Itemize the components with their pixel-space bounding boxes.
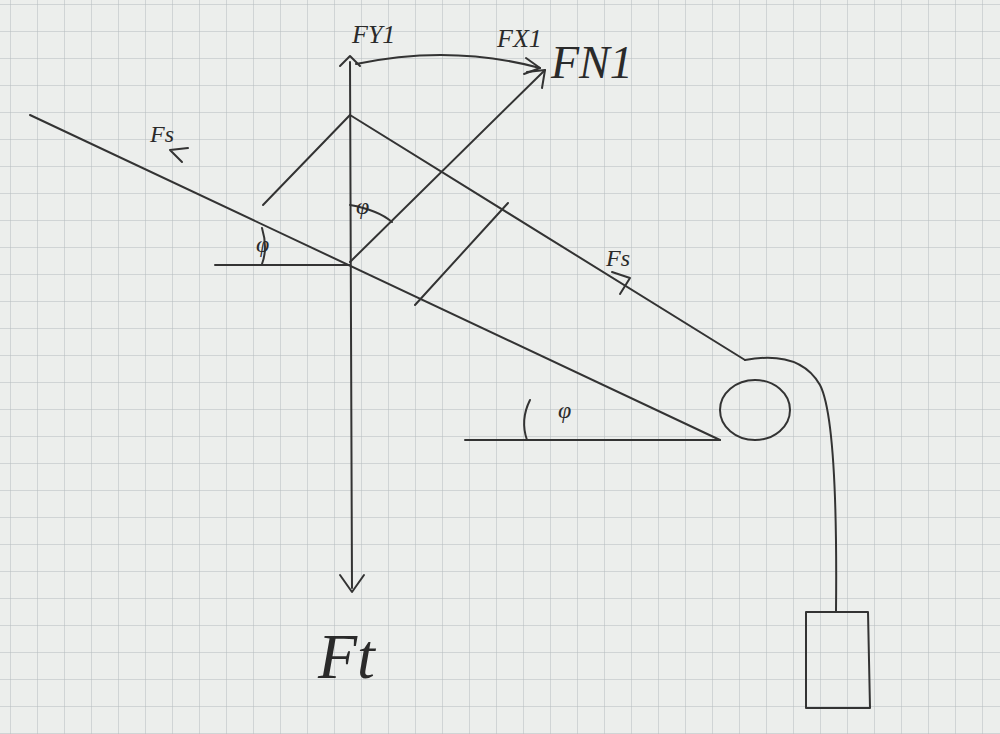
- arrow-head: [170, 148, 188, 162]
- rope: [745, 358, 836, 612]
- force-label: φ: [256, 232, 269, 256]
- normal-force: [350, 70, 545, 262]
- vertical-line: [350, 62, 352, 588]
- construction-line: [263, 115, 350, 205]
- component-arc: [356, 55, 540, 68]
- horizontal-line: [215, 264, 350, 266]
- hanging-block: [806, 612, 870, 708]
- force-label: φ: [356, 194, 369, 218]
- rope-line: [350, 115, 745, 360]
- angle-arc: [524, 400, 530, 440]
- force-label: Fs: [150, 122, 174, 146]
- incline-line: [30, 115, 720, 440]
- arrow-head: [340, 575, 364, 592]
- construction-line: [415, 203, 508, 305]
- arrow-head: [524, 58, 540, 74]
- pulley: [720, 380, 790, 440]
- horizontal-line: [465, 439, 720, 441]
- force-label: FY1: [352, 22, 395, 48]
- force-label: Fs: [606, 246, 630, 270]
- arrow-head: [612, 272, 630, 294]
- force-label: FX1: [497, 26, 542, 52]
- force-label: FN1: [551, 40, 633, 86]
- force-label: Ft: [318, 625, 375, 689]
- force-label: φ: [558, 398, 571, 422]
